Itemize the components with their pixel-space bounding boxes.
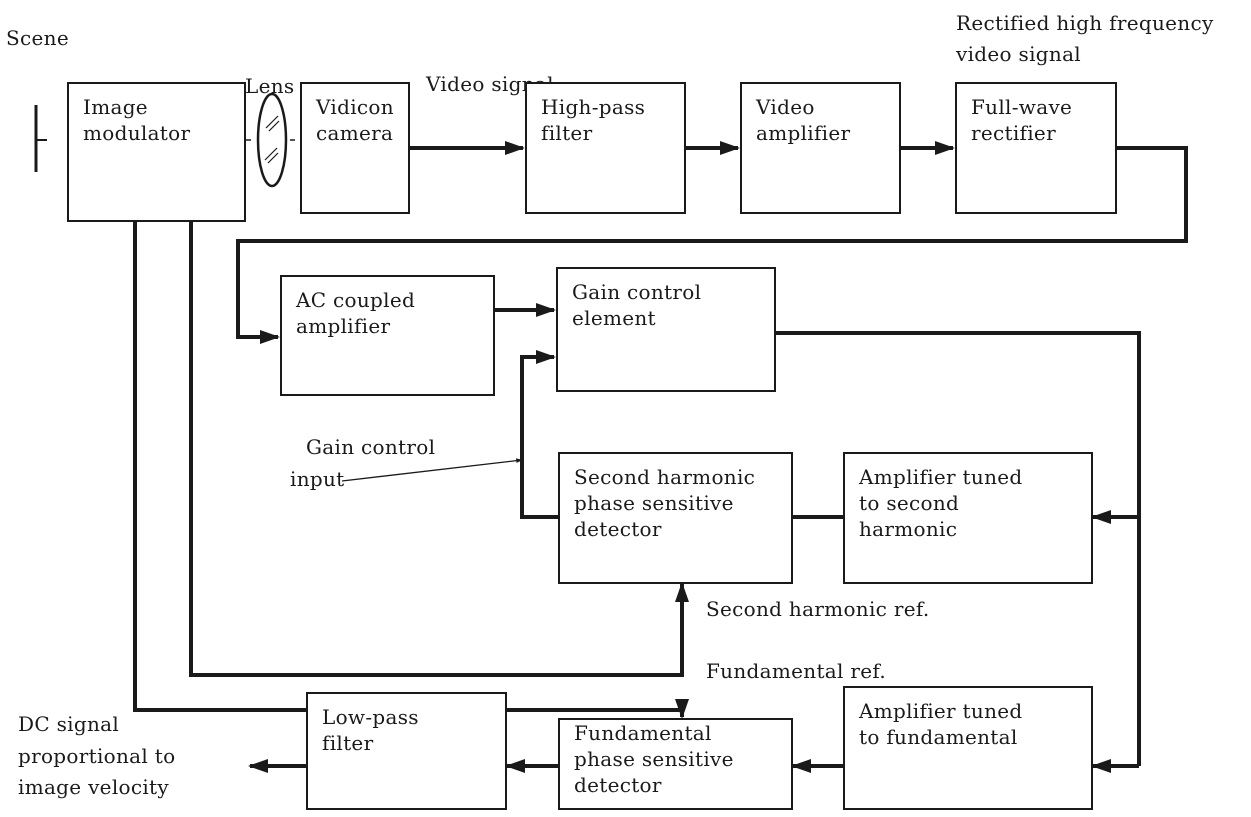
- wire-second-harmonic-ref: [189, 222, 689, 677]
- block-label: to second: [859, 491, 960, 515]
- fundamental-ref-label: Fundamental ref.: [706, 659, 887, 683]
- block-label: Full-wave: [971, 95, 1073, 119]
- video-amplifier-block: Video amplifier: [740, 82, 901, 214]
- block-label: to fundamental: [859, 725, 1018, 749]
- block-label: camera: [316, 121, 394, 145]
- block-label: Vidicon: [316, 95, 394, 119]
- block-label: Amplifier tuned: [859, 699, 1023, 723]
- block-label: phase sensitive: [574, 491, 734, 515]
- full-wave-rectifier-block: Full-wave rectifier: [955, 82, 1117, 214]
- block-label: filter: [541, 121, 593, 145]
- block-label: High-pass: [541, 95, 646, 119]
- amplifier-tuned-fundamental-block: Amplifier tuned to fundamental: [843, 686, 1093, 810]
- video-signal-label: Video signal: [426, 72, 554, 96]
- block-label: Second harmonic: [574, 465, 756, 489]
- block-label: rectifier: [971, 121, 1056, 145]
- amplifier-tuned-second-harmonic-block: Amplifier tuned to second harmonic: [843, 452, 1093, 584]
- output-label-line3: image velocity: [18, 775, 169, 799]
- high-pass-filter-block: High-pass filter: [525, 82, 686, 214]
- block-label: detector: [574, 773, 662, 797]
- fundamental-detector-block: Fundamental phase sensitive detector: [558, 718, 793, 810]
- scene-label: Scene: [6, 26, 69, 50]
- rectified-signal-label-line1: Rectified high frequency: [956, 11, 1214, 35]
- block-label: detector: [574, 517, 662, 541]
- block-label: harmonic: [859, 517, 958, 541]
- second-harmonic-detector-block: Second harmonic phase sensitive detector: [558, 452, 793, 584]
- low-pass-filter-block: Low-pass filter: [306, 692, 507, 810]
- output-label-line2: proportional to: [18, 744, 176, 768]
- ac-coupled-amplifier-block: AC coupled amplifier: [280, 275, 495, 396]
- gain-control-element-block: Gain control element: [556, 267, 776, 392]
- vidicon-camera-block: Vidicon camera: [300, 82, 410, 214]
- block-label: phase sensitive: [574, 747, 734, 771]
- block-label: AC coupled: [296, 288, 416, 312]
- block-label: Image: [83, 95, 148, 119]
- block-label: Low-pass: [322, 705, 419, 729]
- block-label: modulator: [83, 121, 191, 145]
- image-modulator-block: Image modulator: [67, 82, 246, 222]
- block-label: Gain control: [572, 280, 702, 304]
- wire-rectifier-to-ac-amp: [236, 146, 1188, 344]
- lens-label: Lens: [245, 74, 295, 98]
- block-label: element: [572, 306, 656, 330]
- rectified-signal-label-line2: video signal: [956, 42, 1081, 66]
- gain-control-input-label-line2: input: [290, 467, 345, 491]
- block-label: amplifier: [296, 314, 391, 338]
- block-label: Amplifier tuned: [859, 465, 1023, 489]
- wire-gain-element-out: [776, 331, 1141, 766]
- block-label: Fundamental: [574, 721, 712, 745]
- second-harmonic-ref-label: Second harmonic ref.: [706, 597, 930, 621]
- output-label-line1: DC signal: [18, 712, 120, 736]
- wire-gain-control-loop: [520, 350, 558, 519]
- block-label: amplifier: [756, 121, 851, 145]
- gain-control-input-label-line1: Gain control: [306, 435, 436, 459]
- block-label: filter: [322, 731, 374, 755]
- block-label: Video: [756, 95, 815, 119]
- gain-control-pointer: [341, 458, 523, 482]
- lens-icon: [256, 92, 288, 188]
